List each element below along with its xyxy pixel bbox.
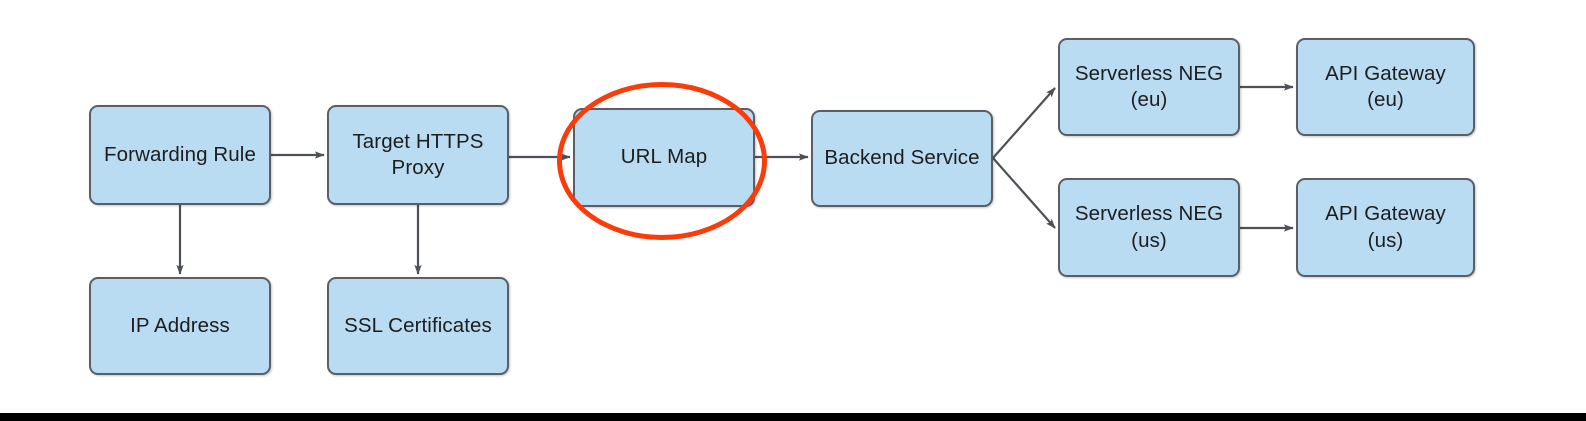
edge-backend-service-to-serverless-neg-eu [992, 87, 1056, 159]
node-label: API Gateway (us) [1325, 202, 1446, 252]
edge-backend-service-to-serverless-neg-us [992, 157, 1056, 229]
node-serverless-neg-us[interactable]: Serverless NEG (us) [1058, 178, 1240, 277]
node-label: Serverless NEG (eu) [1074, 61, 1224, 111]
node-label: IP Address [130, 313, 230, 337]
node-label: API Gateway (eu) [1325, 61, 1446, 111]
node-api-gateway-us[interactable]: API Gateway (us) [1296, 178, 1475, 277]
node-url-map[interactable]: URL Map [573, 108, 755, 207]
node-label: SSL Certificates [344, 313, 492, 337]
node-backend-service[interactable]: Backend Service [811, 110, 993, 207]
node-ip-address[interactable]: IP Address [89, 277, 271, 375]
node-api-gateway-eu[interactable]: API Gateway (eu) [1296, 38, 1475, 136]
node-label: Forwarding Rule [104, 142, 256, 166]
node-forwarding-rule[interactable]: Forwarding Rule [89, 105, 271, 205]
node-label: Serverless NEG (us) [1074, 202, 1224, 252]
node-label: Target HTTPS Proxy [352, 129, 484, 179]
node-label: Backend Service [824, 146, 980, 170]
footer-bar [0, 413, 1586, 421]
node-label: URL Map [620, 145, 708, 169]
node-serverless-neg-eu[interactable]: Serverless NEG (eu) [1058, 38, 1240, 136]
node-target-https-proxy[interactable]: Target HTTPS Proxy [327, 105, 509, 205]
node-ssl-certificates[interactable]: SSL Certificates [327, 277, 509, 375]
